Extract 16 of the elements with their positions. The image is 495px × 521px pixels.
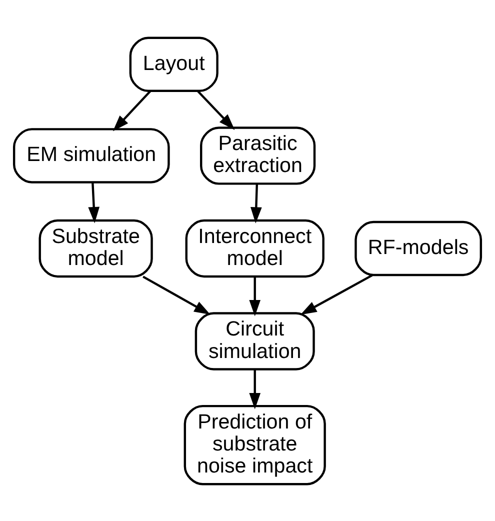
node-box: Circuit simulation: [194, 312, 315, 370]
arrow: [88, 182, 100, 223]
node-box: EM simulation: [12, 128, 170, 183]
node-box: Interconnect model: [185, 218, 324, 278]
node-box: Prediction of substrate noise impact: [184, 404, 326, 485]
arrow: [196, 90, 235, 130]
node-box: RF-models: [354, 220, 482, 276]
node-box: Parasitic extraction: [200, 126, 316, 184]
node-box: Substrate model: [38, 218, 153, 278]
arrow: [112, 90, 152, 131]
node-box: Layout: [129, 36, 218, 92]
arrow: [142, 275, 210, 314]
arrow: [249, 276, 261, 316]
arrow: [300, 274, 373, 314]
arrow: [250, 184, 262, 223]
arrow: [249, 369, 261, 409]
